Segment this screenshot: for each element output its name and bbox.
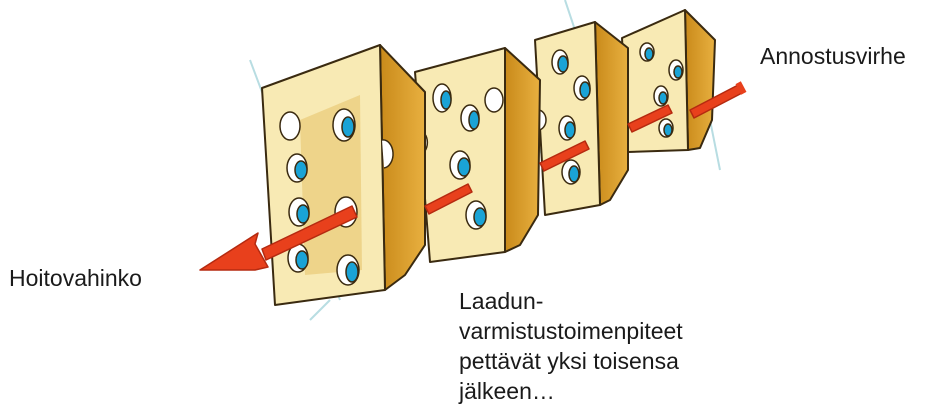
failure-line-3: pettävät yksi toisensa	[459, 346, 683, 376]
cheese-slice-2	[415, 48, 540, 262]
failure-line-1: Laadun-	[459, 286, 683, 316]
failure-line-4: jälkeen…	[459, 376, 683, 406]
cheese-slice-3	[535, 22, 628, 215]
label-harm: Hoitovahinko	[9, 264, 142, 292]
label-error-source: Annostusvirhe	[760, 42, 906, 70]
failure-line-2: varmistustoimenpiteet	[459, 316, 683, 346]
label-failure-description: Laadun- varmistustoimenpiteet pettävät y…	[459, 286, 683, 406]
